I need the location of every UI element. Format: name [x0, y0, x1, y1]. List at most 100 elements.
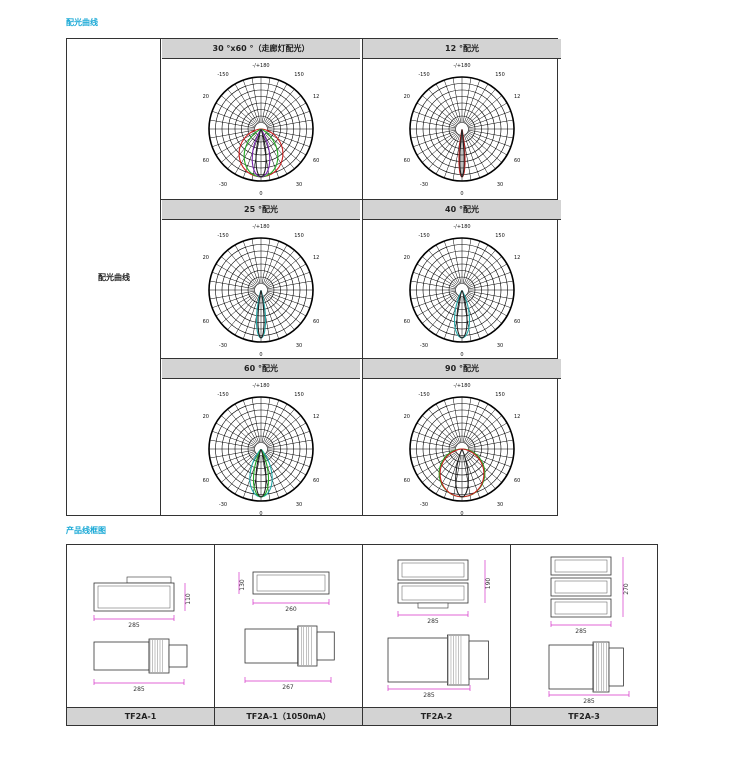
- grid-spoke: [251, 238, 261, 284]
- grid-spoke: [468, 271, 511, 288]
- grid-spoke: [215, 263, 256, 287]
- grid-spoke: [267, 271, 310, 288]
- grid-spoke: [263, 400, 280, 443]
- polar-angle-label: 0: [460, 352, 463, 358]
- grid-spoke: [467, 102, 508, 126]
- heat-sink: [168, 644, 188, 668]
- polar-angle-label: -120: [203, 414, 209, 420]
- grid-spoke: [435, 134, 459, 175]
- grid-spoke: [212, 292, 255, 309]
- grid-spoke: [410, 280, 456, 290]
- grid-spoke: [227, 295, 257, 330]
- polar-grid: [208, 237, 314, 343]
- polar-angle-label: -60: [404, 158, 410, 164]
- grid-spoke: [261, 397, 271, 443]
- lamp-module: [397, 559, 469, 581]
- curve-title: 90 °配光: [363, 359, 561, 379]
- polar-angle-label: 120: [313, 94, 319, 100]
- grid-spoke: [428, 409, 458, 444]
- lamp-body: [387, 637, 448, 683]
- curve-title: 25 °配光: [162, 200, 360, 220]
- grid-spoke: [413, 271, 456, 288]
- grid-ring: [254, 283, 268, 297]
- curve-cell-60: 60 °配光 -/+180-150150-120120-9090-6060-30…: [162, 359, 360, 519]
- grid-spoke: [410, 449, 456, 459]
- curve-cell-30x60: 30 °x60 °（走廊灯配光） -/+180-150150-120120-90…: [162, 39, 360, 199]
- grid-spoke: [209, 280, 255, 290]
- polar-angle-label: -30: [420, 182, 428, 188]
- grid-spoke: [416, 132, 457, 156]
- heat-sink: [468, 640, 489, 680]
- grid-spoke: [468, 292, 511, 309]
- grid-spoke: [452, 238, 462, 284]
- lamp-lens: [554, 601, 608, 615]
- grid-spoke: [428, 134, 458, 169]
- column-divider: [362, 39, 363, 515]
- grid-spoke: [435, 244, 459, 285]
- polar-angle-label: -150: [217, 233, 228, 239]
- lamp-lens: [401, 562, 465, 578]
- grid-spoke: [266, 453, 301, 483]
- grid-spoke: [468, 439, 514, 449]
- polar-angle-label: 150: [495, 72, 505, 78]
- polar-angle-label: -/+180: [252, 63, 269, 69]
- grid-spoke: [465, 83, 489, 124]
- polar-angle-label: 30: [296, 343, 302, 349]
- curve-cell-25: 25 °配光 -/+180-150150-120120-9090-6060-30…: [162, 200, 360, 360]
- grid-spoke: [435, 83, 459, 124]
- grid-spoke: [234, 134, 258, 175]
- lamp-body: [244, 628, 299, 664]
- grid-spoke: [234, 83, 258, 124]
- grid-spoke: [263, 296, 280, 339]
- polar-grid: [409, 76, 515, 182]
- grid-spoke: [242, 296, 259, 339]
- polar-angle-label: -/+180: [252, 224, 269, 230]
- grid-spoke: [265, 250, 295, 285]
- dimension-label: 267: [282, 684, 294, 691]
- grid-spoke: [416, 422, 457, 446]
- grid-spoke: [467, 422, 508, 446]
- grid-spoke: [242, 80, 259, 123]
- grid-spoke: [265, 409, 295, 444]
- curve-cell-12: 12 °配光 -/+180-150150-120120-9090-6060-30…: [363, 39, 561, 199]
- polar-angle-label: -30: [219, 182, 227, 188]
- grid-spoke: [428, 250, 458, 285]
- grid-spoke: [212, 110, 255, 127]
- grid-spoke: [266, 294, 301, 324]
- grid-spoke: [410, 129, 456, 139]
- grid-spoke: [261, 238, 271, 284]
- grid-spoke: [467, 133, 502, 163]
- grid-spoke: [221, 415, 256, 445]
- lamp-module: [252, 571, 330, 595]
- grid-spoke: [464, 80, 481, 123]
- polar-angle-label: 60: [514, 478, 520, 484]
- light-curve: [257, 290, 265, 339]
- light-curve: [255, 449, 267, 498]
- polar-angle-label: 0: [259, 511, 262, 517]
- grid-spoke: [264, 83, 288, 124]
- grid-spoke: [266, 95, 301, 125]
- light-curve: [456, 290, 468, 339]
- polar-angle-label: -120: [203, 255, 209, 261]
- polar-angle-label: 120: [514, 255, 520, 261]
- grid-spoke: [267, 451, 310, 468]
- polar-grid: [208, 76, 314, 182]
- polar-angle-label: -/+180: [252, 383, 269, 389]
- grid-spoke: [466, 250, 496, 285]
- grid-spoke: [251, 397, 261, 443]
- polar-angle-label: -30: [219, 343, 227, 349]
- grid-spoke: [468, 129, 514, 139]
- lamp-lens: [97, 585, 171, 609]
- lamp-lens: [401, 585, 465, 601]
- grid-spoke: [468, 110, 511, 127]
- grid-spoke: [264, 295, 288, 336]
- grid-spoke: [265, 89, 295, 124]
- grid-spoke: [215, 422, 256, 446]
- polar-angle-label: -60: [203, 319, 209, 325]
- grid-spoke: [452, 455, 462, 501]
